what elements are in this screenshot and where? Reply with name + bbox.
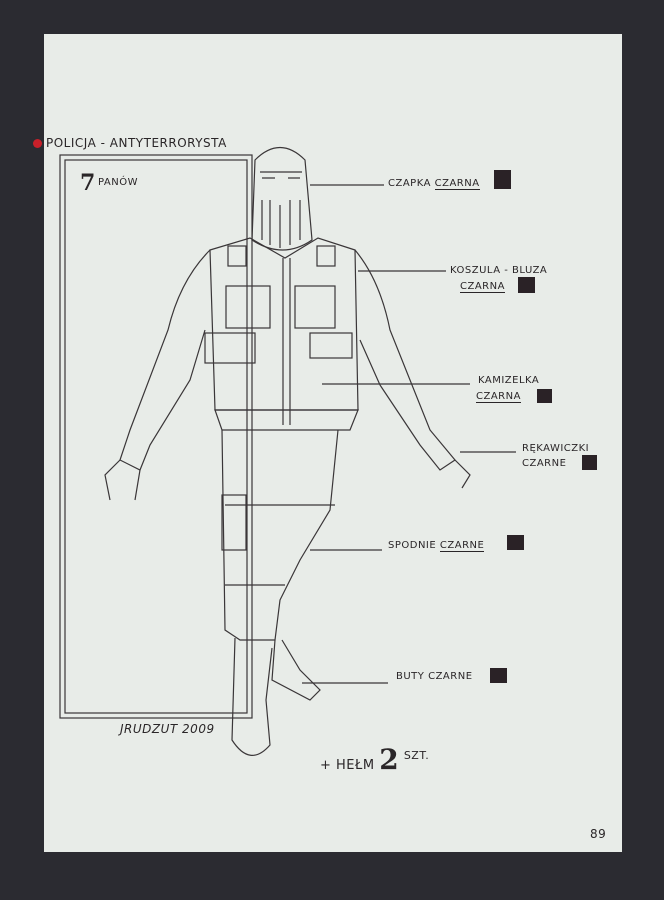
color-swatch: [494, 170, 511, 189]
helmet-label: + HEŁM: [320, 758, 375, 773]
color-swatch: [507, 535, 524, 550]
red-marker-icon: [33, 139, 42, 148]
balaclava: [251, 146, 313, 251]
color-swatch: [537, 389, 552, 403]
label-koszula: KOSZULA - BLUZA: [450, 265, 548, 276]
helmet-unit: SZT.: [403, 749, 430, 762]
label-buty: BUTY CZARNE: [396, 671, 473, 682]
label-line: CZAPKA: [388, 178, 431, 189]
label-spodnie: SPODNIE CZARNE: [388, 540, 485, 552]
label-czapka: CZAPKA CZARNA: [388, 178, 480, 190]
color-swatch: [490, 668, 507, 683]
label-rekawiczki: RĘKAWICZKI: [522, 443, 590, 454]
label-line: SPODNIE: [388, 540, 437, 551]
artist-signature: JRUDZUT 2009: [120, 722, 215, 736]
label-kamizelka: KAMIZELKA: [478, 375, 540, 386]
page-number: 89: [590, 827, 607, 841]
count-number: 7: [80, 170, 96, 196]
color-swatch: [582, 455, 597, 470]
frame-inner: [64, 159, 248, 714]
label-koszula-color: CZARNA: [460, 281, 505, 293]
color-swatch: [518, 277, 535, 293]
label-line: BUTY: [396, 671, 425, 682]
count-label: PANÓW: [98, 177, 138, 188]
label-kamizelka-color: CZARNA: [476, 391, 521, 403]
helmet-note: + HEŁM 2 SZT.: [320, 743, 429, 776]
helmet-qty: 2: [379, 743, 400, 776]
sketch-page: [44, 34, 622, 852]
label-line: CZARNA: [434, 178, 480, 190]
label-line: CZARNE: [439, 540, 485, 552]
label-rekawiczki-color: CZARNE: [522, 458, 567, 469]
frame-outer: [59, 154, 253, 719]
costume-title: POLICJA - ANTYTERRORYSTA: [46, 136, 227, 150]
label-line: CZARNE: [428, 671, 473, 682]
